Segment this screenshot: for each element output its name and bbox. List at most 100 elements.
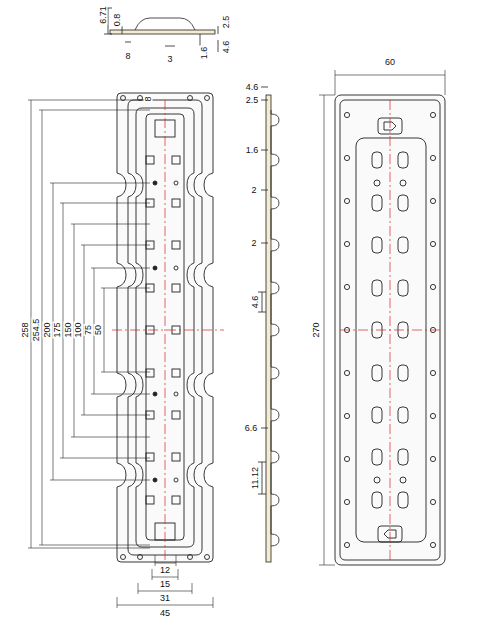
mounting-hole: [205, 96, 210, 101]
mounting-hole: [430, 542, 435, 547]
dimension-value: 254.5: [32, 318, 41, 343]
lens-slot: [398, 195, 408, 211]
leader-line: [261, 243, 268, 244]
dimension-value: 50: [94, 324, 103, 336]
mounting-hole: [188, 555, 193, 560]
lens-profile: [271, 110, 279, 546]
dimension-line: [319, 70, 445, 565]
mounting-hole: [430, 284, 435, 289]
screw-hole: [400, 477, 406, 483]
lens-slot: [372, 280, 382, 296]
mounting-hole: [430, 456, 435, 461]
dimension-value: 8: [144, 95, 153, 102]
mounting-hole: [430, 112, 435, 117]
led-pad: [172, 453, 180, 461]
dimension-value: 45: [159, 609, 171, 618]
side-view: [258, 87, 279, 562]
mounting-hole: [344, 155, 349, 160]
mounting-hole: [430, 370, 435, 375]
led-pad: [172, 156, 180, 164]
lens-slot: [372, 407, 382, 423]
mounting-hole: [344, 198, 349, 203]
center-line: [112, 330, 224, 331]
mounting-hole: [344, 112, 349, 117]
center-line: [340, 330, 440, 331]
leader-line: [261, 87, 268, 88]
dimension-value: 1.6: [200, 46, 209, 61]
center-line: [165, 100, 166, 560]
dimension-value: 75: [84, 324, 93, 336]
led-pad: [146, 496, 154, 504]
mounting-hole: [344, 499, 349, 504]
center-lines: [112, 100, 440, 560]
lens-slot: [372, 365, 382, 381]
dimension-value: 2.5: [222, 15, 231, 30]
mounting-hole: [430, 155, 435, 160]
dimension-value: 31: [159, 594, 171, 603]
led-pad: [146, 156, 154, 164]
dimension-value: 1.6: [245, 146, 260, 155]
leader-line: [261, 428, 268, 429]
board-edge: [340, 100, 440, 560]
dimension-line: [60, 203, 150, 458]
mounting-hole: [205, 555, 210, 560]
led-pad: [172, 496, 180, 504]
mounting-hole: [121, 555, 126, 560]
mounting-hole: [344, 542, 349, 547]
dimension-value: 150: [64, 321, 73, 338]
lens-slot: [372, 492, 382, 508]
lens-slot: [372, 449, 382, 465]
via-hole: [153, 478, 157, 482]
lens-slot: [372, 152, 382, 168]
led-pad: [172, 241, 180, 249]
via-hole: [174, 181, 178, 185]
front-view: [117, 93, 213, 562]
via-hole: [174, 392, 178, 396]
lens-slot: [398, 280, 408, 296]
led-pad: [172, 411, 180, 419]
dimension-value: 200: [43, 321, 52, 338]
dimension-value: 2.5: [245, 96, 260, 105]
via-hole: [153, 392, 157, 396]
lens-slot: [398, 449, 408, 465]
dimension-value: 2: [250, 186, 257, 195]
mounting-hole: [430, 413, 435, 418]
dimension-value: 4.6: [251, 295, 260, 310]
lens-slot: [398, 365, 408, 381]
lens-slot: [372, 237, 382, 253]
mounting-hole: [344, 284, 349, 289]
lens-slot: [372, 195, 382, 211]
screw-hole: [374, 180, 380, 186]
led-pad: [146, 369, 154, 377]
rear-view: [335, 95, 445, 565]
lens-panel: [356, 138, 426, 542]
dimension-line: [50, 183, 150, 480]
mounting-hole: [344, 456, 349, 461]
dimension-value: 6.71: [99, 5, 108, 25]
led-pad: [172, 199, 180, 207]
dimension-value: 11.12: [251, 466, 260, 490]
led-pad: [172, 369, 180, 377]
dimension-value: 4.6: [245, 83, 260, 92]
led-pad: [146, 453, 154, 461]
dimension-value: 100: [74, 321, 83, 338]
leader-line: [261, 100, 268, 101]
dimension-value: 175: [53, 321, 62, 338]
lens-slot: [398, 492, 408, 508]
dimension-value: 6.6: [244, 424, 259, 433]
dimension-value: 3: [166, 55, 173, 64]
dimension-line: [71, 224, 150, 437]
mounting-hole: [344, 413, 349, 418]
screw-hole: [400, 180, 406, 186]
lens-profile: [135, 18, 195, 30]
dimension-line: [39, 110, 150, 545]
dimension-value: 270: [312, 321, 321, 338]
board-outline: [117, 93, 213, 562]
leader-line: [261, 190, 268, 191]
via-hole: [153, 266, 157, 270]
dimension-value: 258: [21, 321, 30, 338]
lens-slot: [398, 237, 408, 253]
mounting-hole: [430, 241, 435, 246]
mounting-hole: [344, 370, 349, 375]
